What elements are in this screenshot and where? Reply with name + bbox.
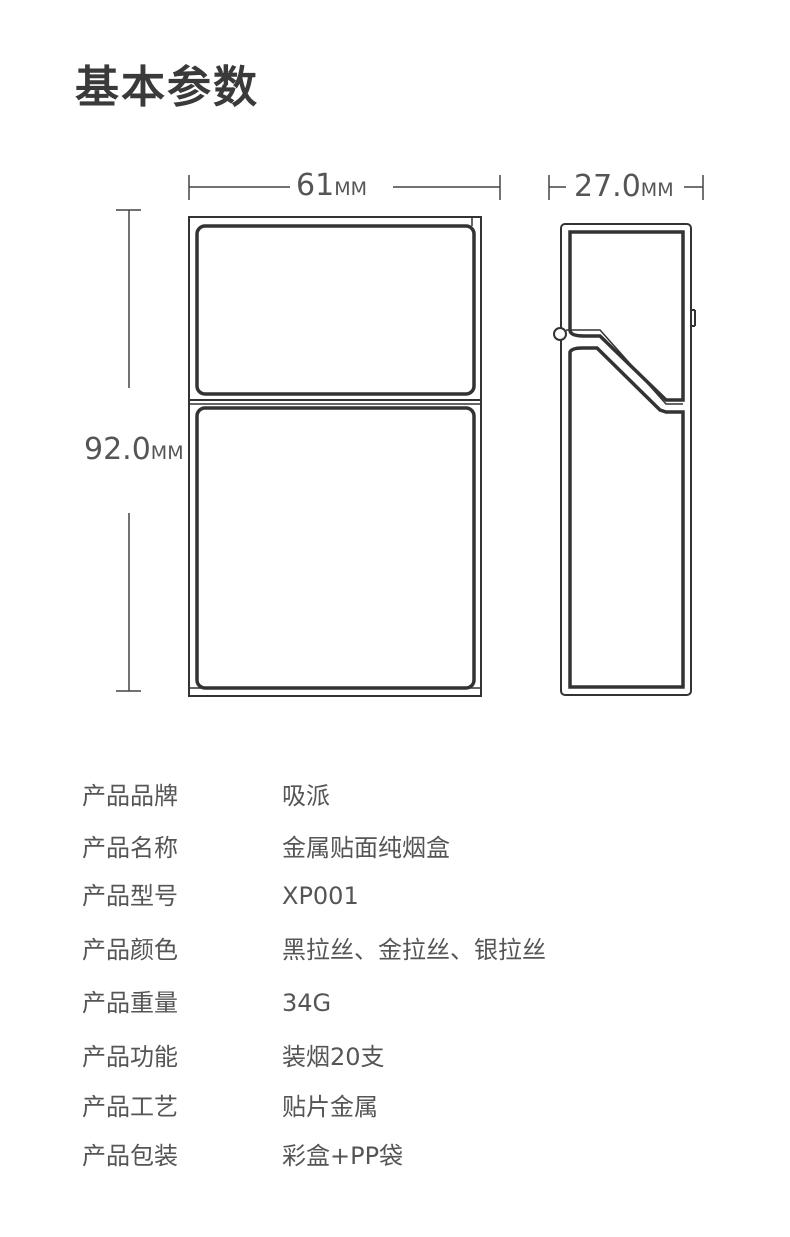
side-view [553, 223, 696, 696]
depth-dimension-label: 27.0MM [574, 169, 674, 204]
spec-label: 产品重量 [82, 989, 178, 1017]
width-dimension-label: 61MM [296, 168, 367, 203]
spec-value: 金属贴面纯烟盒 [282, 834, 450, 862]
spec-value: 彩盒+PP袋 [282, 1142, 404, 1170]
spec-value: 黑拉丝、金拉丝、银拉丝 [282, 936, 546, 964]
spec-value: 吸派 [282, 782, 330, 810]
spec-label: 产品包装 [82, 1142, 178, 1170]
height-dimension [116, 209, 141, 692]
spec-value: 34G [282, 989, 332, 1017]
spec-label: 产品品牌 [82, 782, 178, 810]
spec-label: 产品型号 [82, 882, 178, 910]
height-dimension-label: 92.0MM [84, 432, 184, 467]
front-view [188, 216, 482, 697]
spec-value: 贴片金属 [282, 1093, 378, 1121]
spec-label: 产品工艺 [82, 1093, 178, 1121]
width-dimension [188, 175, 501, 200]
spec-label: 产品颜色 [82, 936, 178, 964]
depth-dimension [548, 175, 704, 200]
spec-label: 产品功能 [82, 1043, 178, 1071]
spec-label: 产品名称 [82, 834, 178, 862]
page-title: 基本参数 [75, 62, 259, 113]
spec-value: 装烟20支 [282, 1043, 385, 1071]
dimension-diagram: 61MM 27.0MM 92.0MM [84, 168, 704, 697]
spec-value: XP001 [282, 882, 359, 910]
